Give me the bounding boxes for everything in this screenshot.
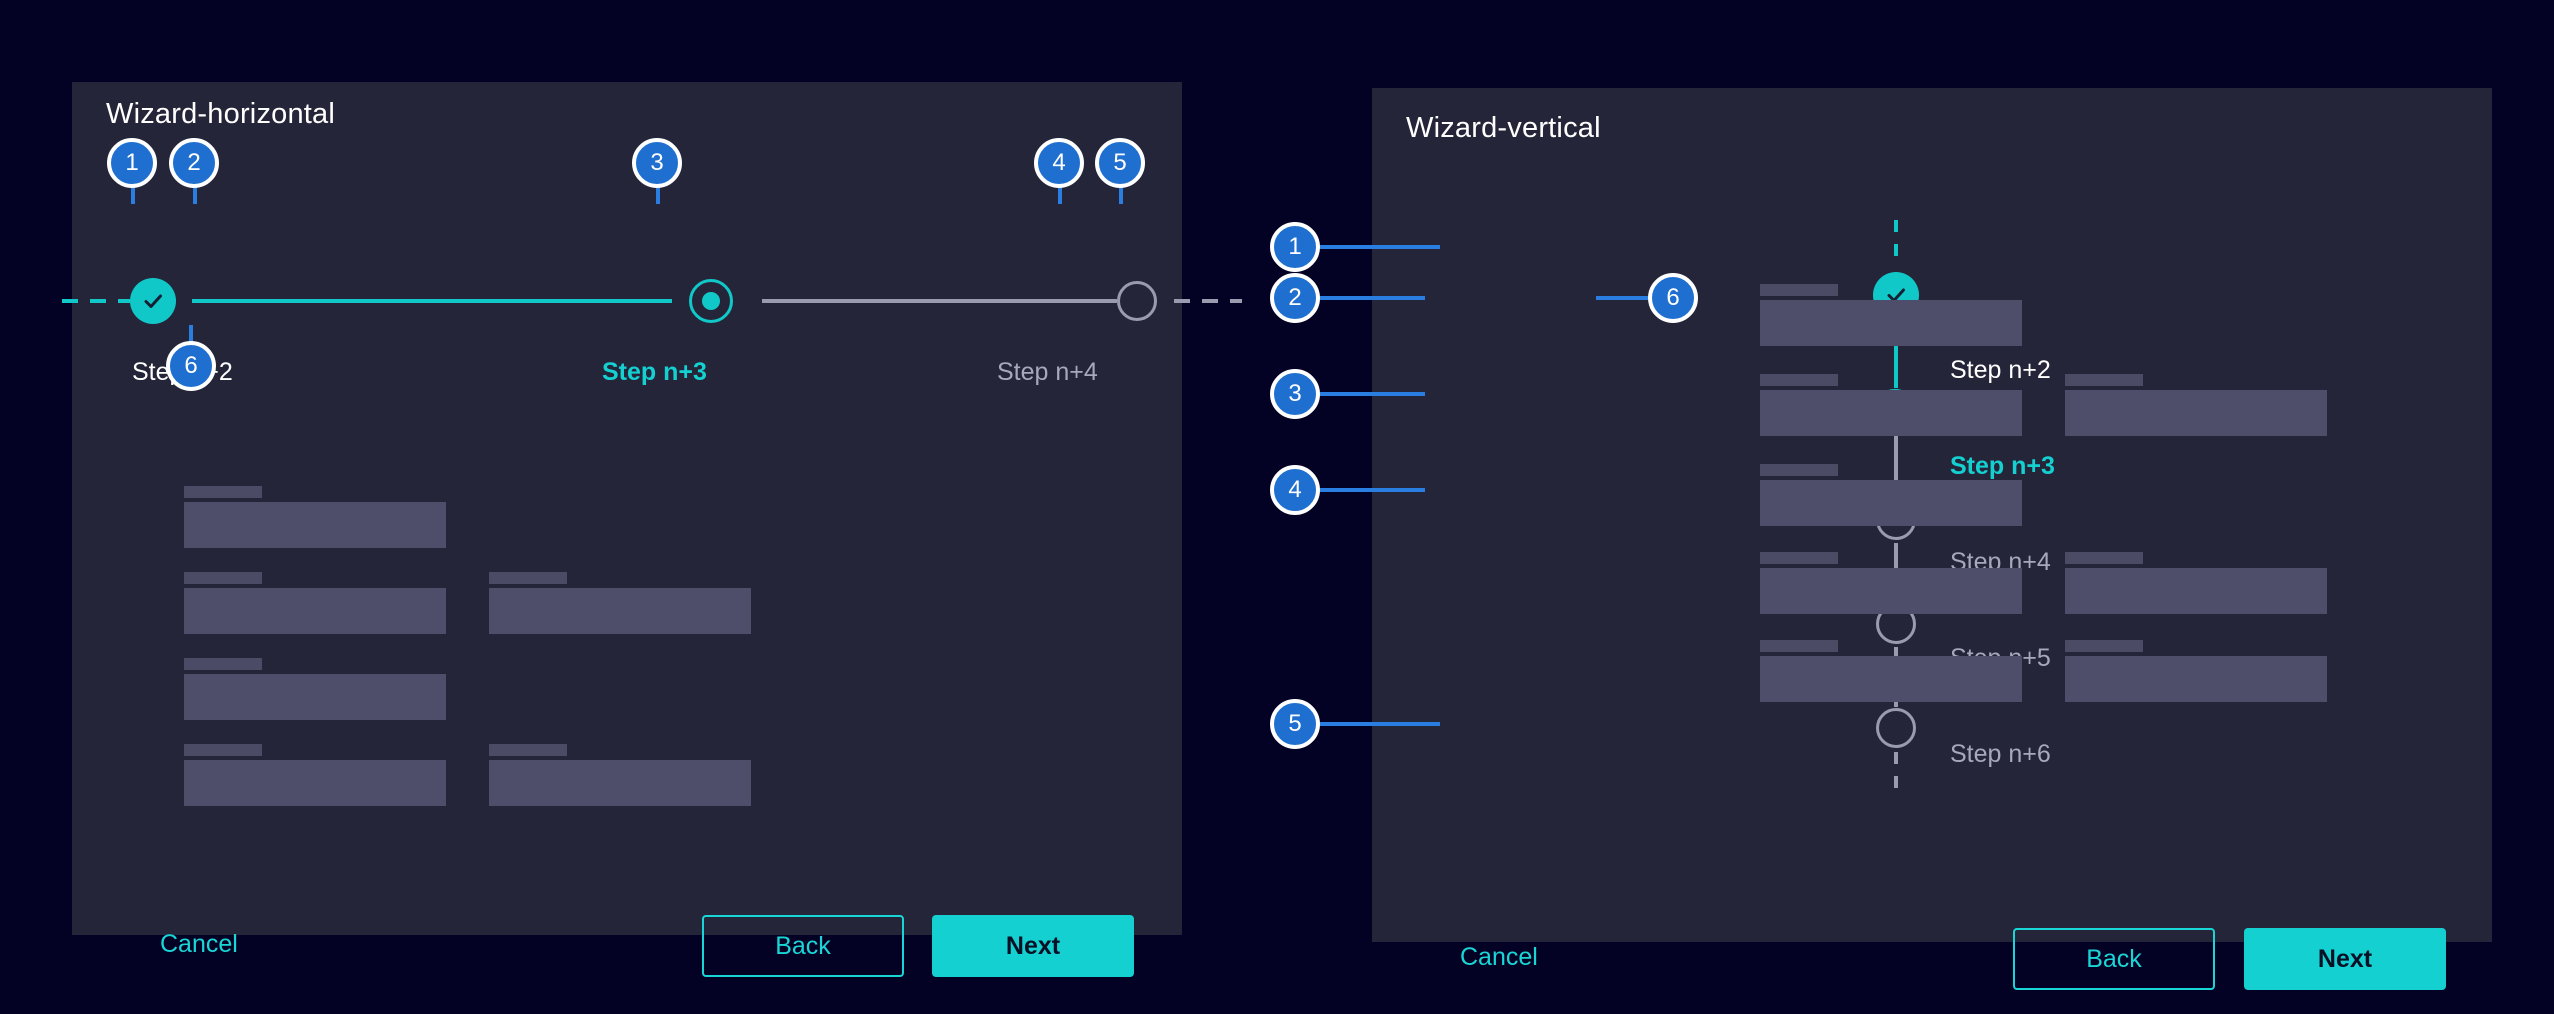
field-input-placeholder[interactable] <box>1760 568 2022 614</box>
connector-trailing-dashed <box>1894 752 1898 800</box>
field-input-placeholder[interactable] <box>1760 390 2022 436</box>
field-input-placeholder[interactable] <box>1760 480 2022 526</box>
page-title-vertical: Wizard-vertical <box>1406 112 1601 144</box>
wizard-vertical-panel: Wizard-vertical Step n+2 Step n+3 Step n… <box>1372 88 2492 990</box>
leader-line-5 <box>1300 722 1440 726</box>
back-button[interactable]: Back <box>702 915 904 977</box>
radio-dot-icon <box>702 292 720 310</box>
annotation-badge-4[interactable]: 4 <box>1270 465 1320 515</box>
cancel-button[interactable]: Cancel <box>160 930 238 958</box>
leader-line-3 <box>1300 392 1425 396</box>
annotation-badge-5[interactable]: 5 <box>1095 138 1145 188</box>
step-marker-todo[interactable] <box>1876 708 1916 748</box>
connector-todo <box>1894 436 1898 499</box>
field-input-placeholder[interactable] <box>2065 390 2327 436</box>
field-label-placeholder <box>184 572 262 584</box>
horizontal-stepper <box>62 278 1242 324</box>
annotation-badge-2[interactable]: 2 <box>1270 273 1320 323</box>
field-input-placeholder[interactable] <box>184 674 446 720</box>
step-label-n2[interactable]: Step n+2 <box>1950 356 2051 384</box>
field-input-placeholder[interactable] <box>489 588 751 634</box>
cancel-button[interactable]: Cancel <box>1460 943 1538 971</box>
annotation-badge-2[interactable]: 2 <box>169 138 219 188</box>
connector-todo <box>762 299 1117 303</box>
field-label-placeholder <box>184 486 262 498</box>
annotation-badge-3[interactable]: 3 <box>1270 369 1320 419</box>
field-label-placeholder <box>1760 640 1838 652</box>
annotation-badge-1[interactable]: 1 <box>1270 222 1320 272</box>
field-label-placeholder <box>2065 640 2143 652</box>
field-label-placeholder <box>2065 552 2143 564</box>
field-input-placeholder[interactable] <box>2065 656 2327 702</box>
field-input-placeholder[interactable] <box>184 588 446 634</box>
field-label-placeholder <box>184 658 262 670</box>
annotation-badge-6[interactable]: 6 <box>166 341 216 391</box>
field-label-placeholder <box>489 572 567 584</box>
field-label-placeholder <box>1760 284 1838 296</box>
back-button[interactable]: Back <box>2013 928 2215 990</box>
wizard-horizontal-panel: Wizard-horizontal Step n+2 Step n+3 Step… <box>62 82 1242 977</box>
step-marker-todo[interactable] <box>1117 281 1157 321</box>
step-label-n3[interactable]: Step n+3 <box>1950 452 2055 480</box>
annotation-badge-4[interactable]: 4 <box>1034 138 1084 188</box>
field-input-placeholder[interactable] <box>1760 300 2022 346</box>
annotation-badge-5[interactable]: 5 <box>1270 699 1320 749</box>
connector-done <box>1894 322 1898 388</box>
field-input-placeholder[interactable] <box>184 502 446 548</box>
step-label-n3[interactable]: Step n+3 <box>602 358 707 386</box>
annotation-badge-1[interactable]: 1 <box>107 138 157 188</box>
field-label-placeholder <box>2065 374 2143 386</box>
field-label-placeholder <box>489 744 567 756</box>
check-icon <box>144 294 162 308</box>
leader-line-6 <box>189 325 193 347</box>
leader-line-4 <box>1300 488 1425 492</box>
step-marker-done[interactable] <box>130 278 176 324</box>
annotation-badge-6[interactable]: 6 <box>1648 273 1698 323</box>
field-label-placeholder <box>1760 374 1838 386</box>
field-label-placeholder <box>1760 464 1838 476</box>
field-input-placeholder[interactable] <box>2065 568 2327 614</box>
connector-leading-dashed <box>62 299 130 303</box>
leader-line-1 <box>1300 245 1440 249</box>
field-label-placeholder <box>1760 552 1838 564</box>
next-button[interactable]: Next <box>932 915 1134 977</box>
annotation-badge-3[interactable]: 3 <box>632 138 682 188</box>
connector-trailing-dashed <box>1174 299 1242 303</box>
field-input-placeholder[interactable] <box>1760 656 2022 702</box>
leader-line-2 <box>1300 296 1425 300</box>
page-title-horizontal: Wizard-horizontal <box>106 98 336 130</box>
field-input-placeholder[interactable] <box>184 760 446 806</box>
connector-leading-dashed <box>1894 220 1898 268</box>
field-input-placeholder[interactable] <box>489 760 751 806</box>
step-marker-current[interactable] <box>689 279 733 323</box>
next-button[interactable]: Next <box>2244 928 2446 990</box>
step-label-n4[interactable]: Step n+4 <box>997 358 1098 386</box>
connector-done <box>192 299 672 303</box>
field-label-placeholder <box>184 744 262 756</box>
leader-line-6 <box>1596 296 1652 300</box>
step-label-n6[interactable]: Step n+6 <box>1950 740 2051 768</box>
